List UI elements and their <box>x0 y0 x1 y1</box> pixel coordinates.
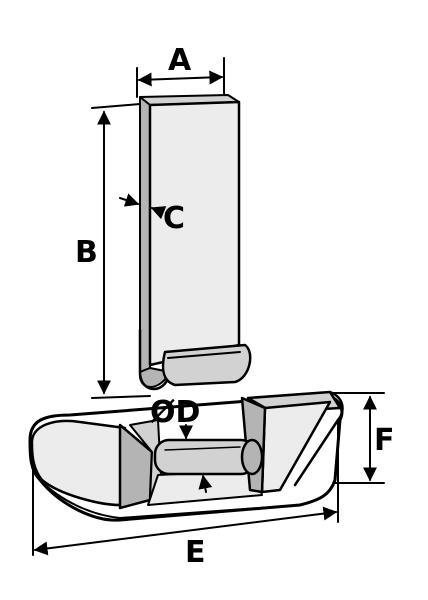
dim-c-arrow-left <box>119 193 140 207</box>
hook-tongue <box>161 343 252 387</box>
dim-e-line <box>33 506 338 556</box>
hook-tongue-lip <box>167 351 241 359</box>
rod <box>153 438 257 476</box>
strip <box>138 94 252 391</box>
rod-end-cap <box>240 438 264 476</box>
dimensions: A B C ØD E F <box>32 43 395 570</box>
dim-b-label: B <box>75 235 98 270</box>
dim-a-label: A <box>168 43 192 78</box>
strip-side-face <box>139 96 151 373</box>
dim-e-label: E <box>185 535 206 570</box>
dim-d-label: ØD <box>150 395 200 430</box>
rod-highlight <box>164 446 241 451</box>
dim-f-label: F <box>374 423 395 458</box>
dim-b-ext-top <box>91 103 141 109</box>
base-left-end <box>30 419 127 507</box>
dim-a-line <box>137 70 224 87</box>
dim-c-arrow-right <box>150 206 167 220</box>
dim-c-label: C <box>163 201 185 236</box>
dim-d-arrow-bottom <box>198 474 213 493</box>
dim-b-ext-bottom <box>91 395 151 399</box>
